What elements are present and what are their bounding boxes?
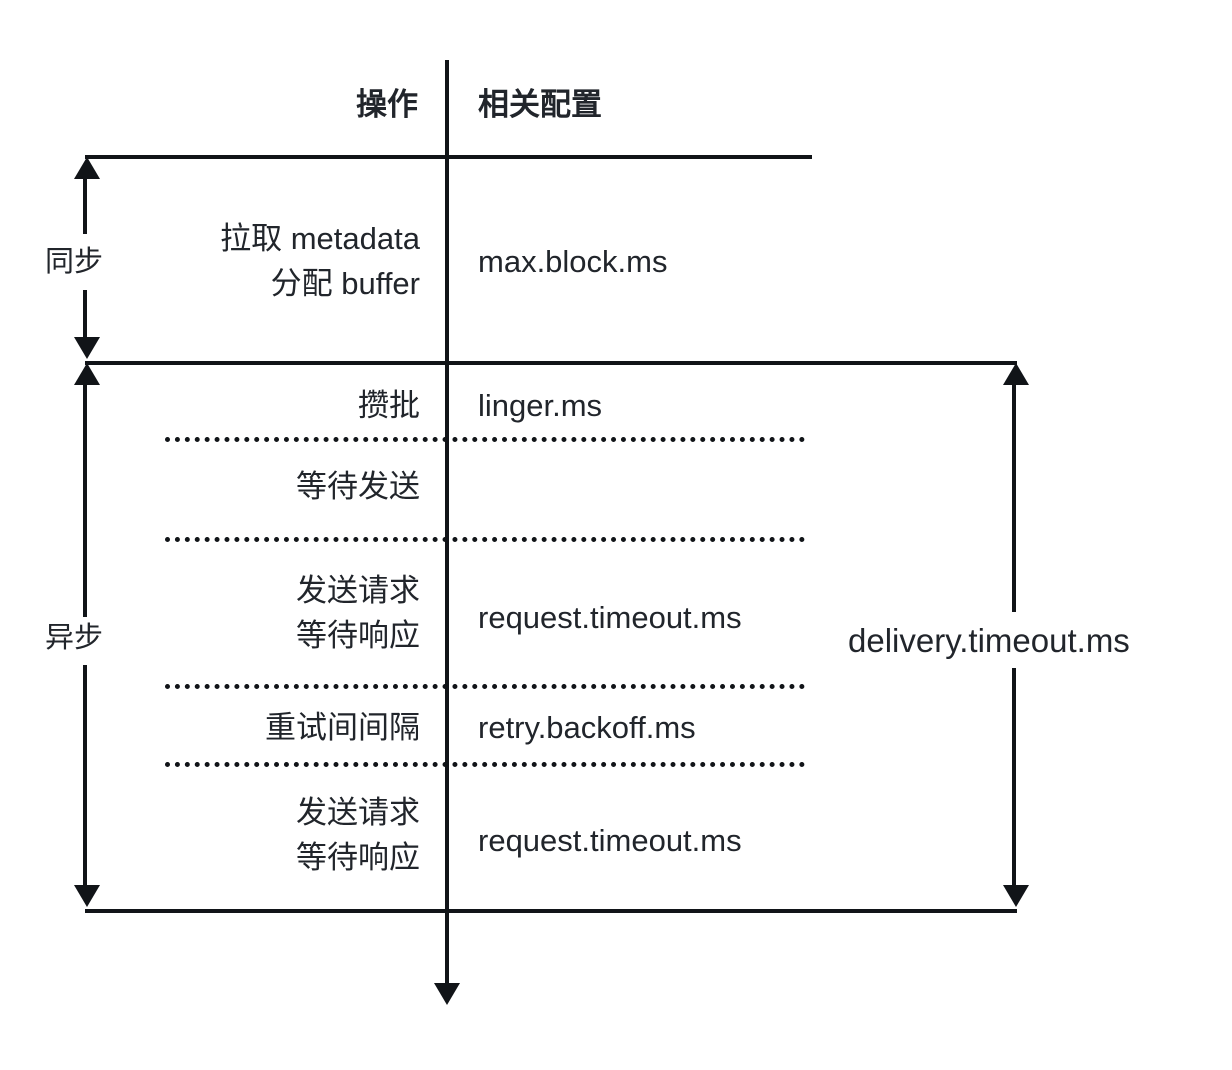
async-operation-cell-4: 重试间间隔 xyxy=(265,710,420,745)
async-config-cell-5: request.timeout.ms xyxy=(478,823,742,858)
async-operation-cell-3: 发送请求 等待响应 xyxy=(296,573,420,653)
sync-arrow-down-icon xyxy=(74,337,100,359)
async-operation-cell-2: 等待发送 xyxy=(296,469,420,504)
async-arrow-shaft-upper xyxy=(83,382,87,617)
async-config-cell-3: request.timeout.ms xyxy=(478,600,742,635)
row-separator-dotted-4 xyxy=(165,762,805,767)
sync-arrow-shaft-upper xyxy=(83,176,87,234)
delivery-timeout-shaft-upper xyxy=(1012,382,1016,612)
operation-column-header: 操作 xyxy=(356,87,418,122)
row-separator-dotted-3 xyxy=(165,684,805,689)
row-separator-dotted-1 xyxy=(165,437,805,442)
row-separator-dotted-2 xyxy=(165,537,805,542)
sync-phase-label: 同步 xyxy=(45,246,104,278)
sync-arrow-up-icon xyxy=(74,157,100,179)
config-column-header: 相关配置 xyxy=(478,87,602,122)
async-config-cell-1: linger.ms xyxy=(478,388,603,423)
async-operation-cell-5: 发送请求 等待响应 xyxy=(296,795,420,875)
async-arrow-up-icon xyxy=(74,363,100,385)
async-config-cell-4: retry.backoff.ms xyxy=(478,710,696,745)
bottom-rule-line xyxy=(85,909,1017,913)
sync-arrow-shaft-lower xyxy=(83,290,87,340)
timeline-continuation-line xyxy=(445,911,449,987)
sync-config-cell: max.block.ms xyxy=(478,244,668,279)
async-arrow-down-icon xyxy=(74,885,100,907)
delivery-timeout-arrow-up-icon xyxy=(1003,363,1029,385)
async-operation-cell-1: 攒批 xyxy=(358,388,420,423)
column-divider-line xyxy=(445,60,449,911)
sync-operation-cell: 拉取 metadata 分配 buffer xyxy=(220,221,420,301)
async-arrow-shaft-lower xyxy=(83,665,87,887)
async-phase-label: 异步 xyxy=(45,622,104,654)
delivery-timeout-shaft-lower xyxy=(1012,668,1016,887)
middle-rule-line xyxy=(85,361,1017,365)
top-rule-line xyxy=(85,155,812,159)
timeline-arrow-down-icon xyxy=(434,983,460,1005)
delivery-timeout-arrow-down-icon xyxy=(1003,885,1029,907)
delivery-timeout-label: delivery.timeout.ms xyxy=(842,619,1136,663)
